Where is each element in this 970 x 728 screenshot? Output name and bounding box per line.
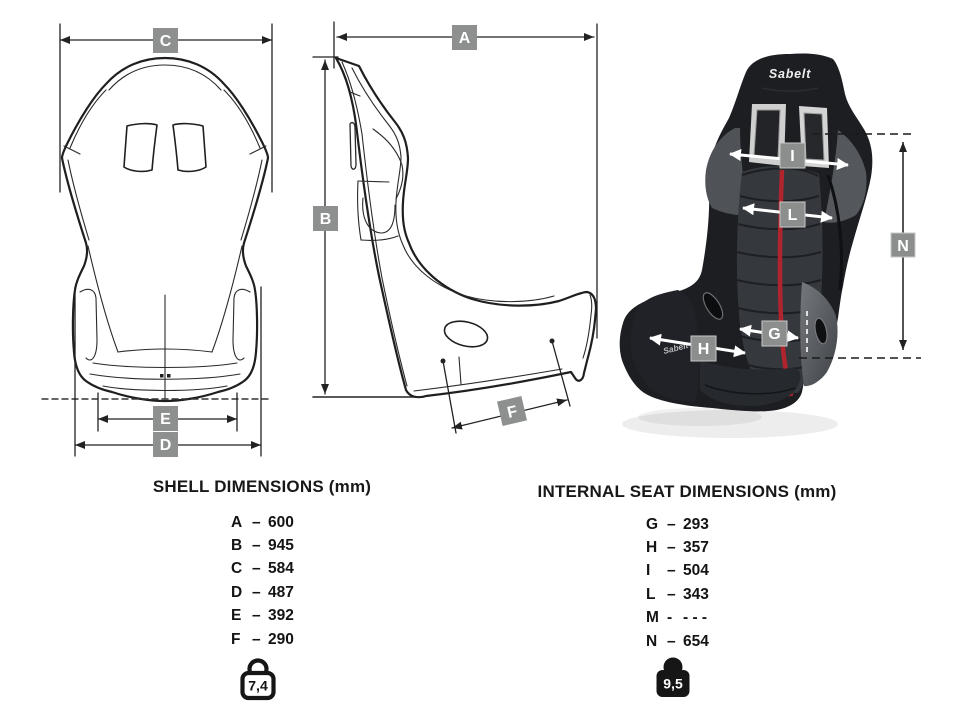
svg-text:L: L	[788, 207, 798, 224]
bolster-slot-left	[702, 292, 724, 320]
dim-letter: D	[231, 583, 243, 601]
dimension-row-e: E–392	[231, 605, 294, 628]
dim-separator: –	[252, 630, 261, 648]
dim-separator: –	[667, 562, 676, 580]
dimension-row-i: I–504	[646, 560, 709, 583]
label-box-n: N	[890, 232, 916, 258]
dim-value: 392	[268, 607, 294, 625]
diagram-artwork: C E D	[41, 21, 921, 457]
dim-value: 504	[683, 562, 709, 580]
dimension-row-l: L–343	[646, 583, 709, 606]
dim-letter: A	[231, 513, 243, 531]
label-box-c: C	[153, 28, 178, 53]
dimension-row-a: A–600	[231, 511, 294, 534]
dim-letter: G	[646, 515, 659, 533]
dimension-row-b: B–945	[231, 534, 294, 557]
seat-photo: Sabelt Sabelt I L N G	[619, 53, 921, 438]
shell-weight-icon: 7,4	[240, 658, 276, 701]
svg-text:N: N	[897, 238, 909, 255]
dimension-row-n: N–654	[646, 630, 709, 653]
svg-text:H: H	[698, 341, 710, 358]
dim-separator: –	[667, 632, 676, 650]
dim-letter: C	[231, 560, 243, 578]
dim-letter: E	[231, 607, 242, 625]
seat-shadow-inner	[638, 408, 762, 426]
belt-slot-right	[172, 122, 207, 173]
dim-separator: –	[667, 585, 676, 603]
internal-weight-icon: 9,5	[656, 657, 690, 697]
svg-text:D: D	[160, 437, 172, 454]
front-view-drawing: C E D	[41, 23, 273, 457]
seat-cushion	[700, 360, 801, 407]
dim-letter: M	[646, 609, 659, 627]
dimension-row-f: F–290	[231, 628, 294, 651]
seat-side-outline	[334, 56, 598, 399]
label-box-d: D	[153, 432, 178, 457]
dim-separator: -	[667, 609, 673, 627]
dim-separator: –	[252, 607, 261, 625]
dim-value: 945	[268, 537, 294, 555]
dim-separator: –	[252, 513, 261, 531]
headrest-stitch	[761, 87, 819, 92]
seat-side-inner-lines	[341, 61, 593, 392]
svg-text:E: E	[160, 411, 171, 428]
dim-letter: I	[646, 562, 651, 580]
shell-dimensions-list: A–600 B–945 C–584 D–487 E–392 F–290	[231, 511, 294, 651]
dim-letter: N	[646, 632, 658, 650]
dimension-row-c: C–584	[231, 558, 294, 581]
seat-front-outline	[60, 56, 270, 403]
label-box-e: E	[153, 406, 178, 431]
dim-separator: –	[252, 537, 261, 555]
dimension-row-h: H–357	[646, 536, 709, 559]
cushion-crease	[704, 384, 796, 395]
dimension-row-g: G–293	[646, 513, 709, 536]
svg-text:I: I	[790, 148, 794, 165]
dim-separator: –	[252, 560, 261, 578]
svg-text:B: B	[320, 211, 332, 228]
dim-value: 600	[268, 513, 294, 531]
label-box-i: I	[779, 142, 806, 169]
svg-text:C: C	[160, 33, 172, 50]
seat-shadow	[622, 410, 838, 438]
label-box-h: H	[690, 335, 717, 362]
svg-text:G: G	[768, 326, 780, 343]
internal-dimensions-heading: INTERNAL SEAT DIMENSIONS (mm)	[537, 482, 837, 501]
dim-value: 357	[683, 539, 709, 557]
dim-separator: –	[667, 515, 676, 533]
dim-letter: B	[231, 537, 243, 555]
seat-front-inner-lines	[63, 64, 267, 400]
side-view-drawing: A B F	[312, 21, 598, 434]
dim-value: 654	[683, 632, 709, 650]
panel-slot-right	[814, 317, 828, 345]
dimension-row-d: D–487	[231, 581, 294, 604]
shell-weight-value: 7,4	[248, 678, 268, 694]
label-box-a: A	[452, 25, 477, 50]
right-bolster-edge	[826, 174, 843, 291]
dim-letter: L	[646, 585, 656, 603]
label-box-g: G	[761, 320, 788, 347]
dim-value: - - -	[683, 609, 708, 627]
label-box-b: B	[313, 206, 338, 231]
dimension-row-m: M-- - -	[646, 607, 709, 630]
dim-value: 290	[268, 630, 294, 648]
shell-dimensions-heading: SHELL DIMENSIONS (mm)	[152, 477, 372, 496]
dim-letter: H	[646, 539, 658, 557]
dim-value: 487	[268, 583, 294, 601]
brand-logo-headrest: Sabelt	[769, 67, 811, 81]
belt-slot-left	[123, 122, 158, 173]
svg-text:F: F	[506, 403, 520, 422]
label-box-l: L	[779, 201, 806, 228]
dim-value: 293	[683, 515, 709, 533]
svg-text:A: A	[459, 30, 471, 47]
internal-dimensions-list: G–293 H–357 I–504 L–343 M-- - - N–654	[646, 513, 709, 653]
dim-value: 584	[268, 560, 294, 578]
dim-separator: –	[667, 539, 676, 557]
label-box-f: F	[497, 396, 527, 426]
dim-letter: F	[231, 630, 241, 648]
dim-value: 343	[683, 585, 709, 603]
internal-weight-value: 9,5	[663, 676, 683, 692]
dim-separator: –	[252, 583, 261, 601]
